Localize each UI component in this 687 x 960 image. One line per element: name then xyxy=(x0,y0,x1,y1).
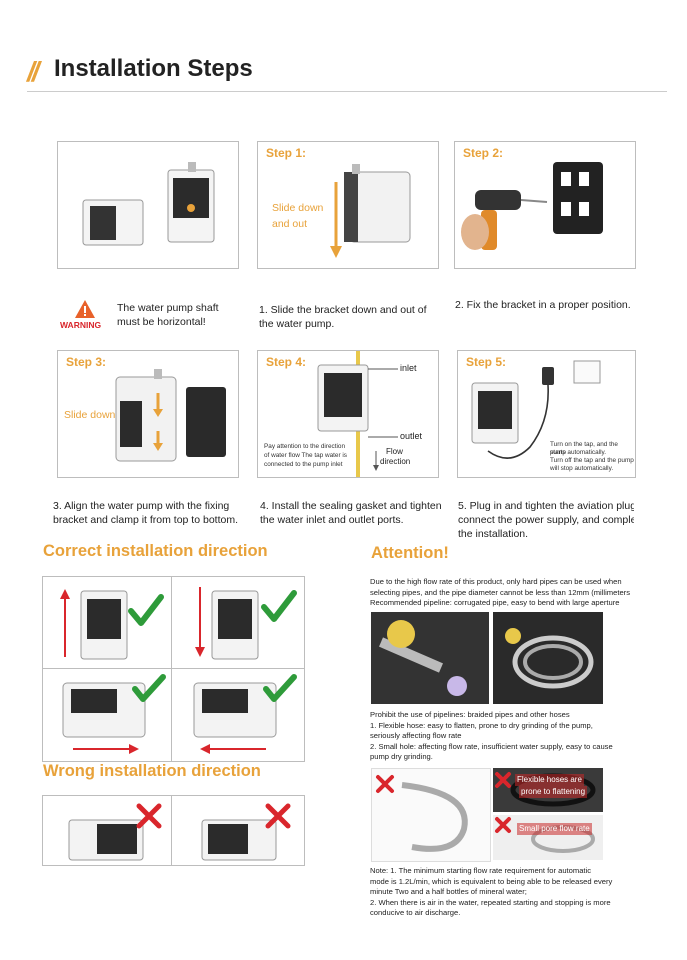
wrong-cell-2 xyxy=(171,795,305,866)
warning-icon xyxy=(75,300,95,318)
attention-para-2-line-4: 2. Small hole: affecting flow rate, insu… xyxy=(370,741,613,751)
attention-note-line-4: 2. When there is air in the water, repea… xyxy=(370,897,611,907)
attention-para-2-line-2: 1. Flexible hose: easy to flatten, prone… xyxy=(370,720,593,730)
step-1-caption-1: 1. Slide the bracket down and out of xyxy=(259,304,427,316)
step-4-note-3: connected to the pump inlet xyxy=(264,461,343,468)
correct-upright-down-illustration xyxy=(195,587,297,660)
step-1-caption-2: the water pump. xyxy=(259,318,335,330)
warning-label: WARNING xyxy=(60,320,102,330)
screwdriver-illustration xyxy=(461,162,603,250)
clamp-illustration xyxy=(115,369,226,462)
step-4-flow-2: direction xyxy=(380,457,411,466)
header-slash: // xyxy=(27,56,39,87)
correct-cell-3 xyxy=(42,668,172,762)
attention-para-2-line-3: seriously affecting flow rate xyxy=(370,731,462,740)
step-4-flow-1: Flow xyxy=(386,447,403,456)
photo-flexible-hose: Flexible hoses are prone to flattening xyxy=(493,768,603,812)
panel-step-1: Step 1: Slide down and out xyxy=(257,141,439,269)
step-2-caption-1: 2. Fix the bracket in a proper position. xyxy=(455,299,631,311)
warning-text-1: The water pump shaft xyxy=(117,302,219,314)
pump-pair-illustration xyxy=(82,162,215,246)
panel-pump-overview xyxy=(57,141,239,269)
step-5-note-4: will stop automatically. xyxy=(550,465,614,472)
step-5-caption-3: the installation. xyxy=(458,528,529,540)
step-1-label: Step 1: xyxy=(266,146,307,160)
step-5-note-1: Turn on the tap, and the pump xyxy=(550,441,618,456)
step-5-caption-2: connect the power supply, and comple xyxy=(458,514,634,526)
power-plug-illustration xyxy=(471,360,601,459)
correct-direction-title: Correct installation direction xyxy=(43,542,268,560)
attention-para-2-line-5: pump dry grinding. xyxy=(370,752,433,761)
step-5-note-3: Turn off the tap and the pump xyxy=(550,457,634,464)
step-4-label: Step 4: xyxy=(266,355,307,369)
small-pore-overlay: Small pore flow rate xyxy=(517,823,592,835)
step-4-caption-2: the water inlet and outlet ports. xyxy=(260,514,404,526)
wrong-sideways-flipped-illustration xyxy=(201,803,291,861)
wrong-direction-title: Wrong installation direction xyxy=(43,762,261,780)
panel-step-3: Step 3: Slide down xyxy=(57,350,239,478)
corrugated-pipe-image xyxy=(371,612,489,704)
step-1-overlay-2: and out xyxy=(272,218,308,230)
photo-braided-hose xyxy=(371,768,491,862)
correct-upright-up-illustration xyxy=(60,589,164,660)
small-pore-hose-image xyxy=(495,817,595,853)
warning-text-2: must be horizontal! xyxy=(117,316,206,328)
flexible-hose-overlay-1: Flexible hoses are xyxy=(515,774,584,786)
panel-step-5: Step 5: Turn on the tap, and the pump st… xyxy=(457,350,636,478)
attention-para-1-line-1: Due to the high flow rate of this produc… xyxy=(370,577,622,586)
correct-cell-1 xyxy=(42,576,172,669)
flexible-hose-overlay-2: prone to flattening xyxy=(519,786,588,798)
step-4-note-1: Pay attention to the direction xyxy=(264,443,346,450)
correct-cell-2 xyxy=(171,576,305,669)
panel-step-2: Step 2: xyxy=(454,141,636,269)
step-3-caption-1: 3. Align the water pump with the fixing xyxy=(53,500,230,512)
correct-cell-4 xyxy=(171,668,305,762)
photo-corrugated-pipe-1 xyxy=(371,612,489,704)
step-5-note-2: starts automatically. xyxy=(550,449,606,456)
step-5-label: Step 5: xyxy=(466,355,507,369)
step-4-note-2: of water flow The tap water is xyxy=(264,452,347,459)
attention-note-line-3: minute Two and a half bottles of mineral… xyxy=(370,887,527,896)
attention-note-line-1: Note: 1. The minimum starting flow rate … xyxy=(370,866,592,875)
attention-note-line-5: conducive to air discharge. xyxy=(370,908,461,917)
braided-hose-image xyxy=(376,775,468,852)
wrong-sideways-illustration xyxy=(68,803,162,861)
wrong-cell-1 xyxy=(42,795,172,866)
attention-para-1: Due to the high flow rate of this produc… xyxy=(370,577,637,611)
step-1-overlay-1: Slide down xyxy=(272,202,324,214)
attention-title: Attention! xyxy=(371,544,449,562)
step-3-overlay: Slide down xyxy=(64,409,116,421)
step-3-label: Step 3: xyxy=(66,355,107,369)
attention-para-1-line-3: Recommended pipeline: corrugated pipe, e… xyxy=(370,598,620,607)
attention-para-2-line-1: Prohibit the use of pipelines: braided p… xyxy=(370,710,570,719)
step-5-caption-1: 5. Plug in and tighten the aviation plug xyxy=(458,500,634,512)
attention-para-1-line-2: selecting pipes, and the pipe diameter c… xyxy=(370,587,631,597)
correct-horizontal-right-illustration xyxy=(62,674,166,754)
corrugated-coil-image xyxy=(493,612,603,704)
step-4-inlet-label: inlet xyxy=(400,363,417,373)
header-divider xyxy=(27,91,667,92)
step-4-outlet-label: outlet xyxy=(400,431,423,441)
water-flow-illustration xyxy=(317,351,398,477)
correct-horizontal-left-illustration xyxy=(193,674,297,754)
step-5-caption-block: 5. Plug in and tighten the aviation plug… xyxy=(458,499,634,541)
step-4-caption-1: 4. Install the sealing gasket and tighte… xyxy=(260,500,442,512)
page-title: Installation Steps xyxy=(54,55,253,82)
attention-note-line-2: mode is 1.2L/min, which is equivalent to… xyxy=(370,876,613,886)
photo-corrugated-pipe-2 xyxy=(493,612,603,704)
bracket-slide-illustration xyxy=(330,164,411,258)
panel-step-4: Step 4: inlet outlet Flow direction Pay … xyxy=(257,350,439,478)
step-3-caption-2: bracket and clamp it from top to bottom. xyxy=(53,514,239,526)
photo-small-pore: Small pore flow rate xyxy=(493,815,603,860)
step-2-label: Step 2: xyxy=(463,146,504,160)
